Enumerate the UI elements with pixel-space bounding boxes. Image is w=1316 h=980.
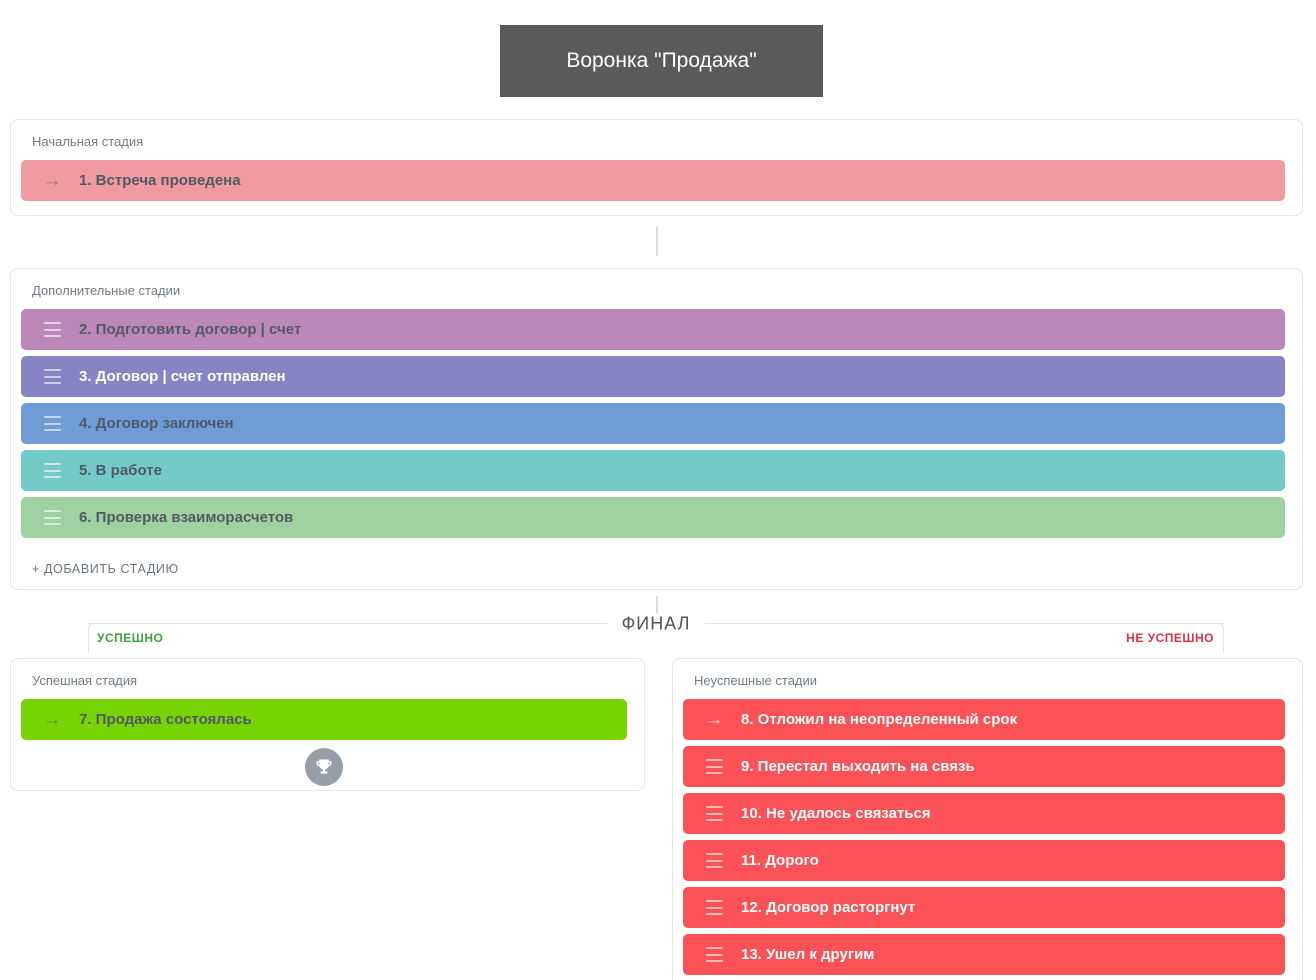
- additional-stage-list: 2. Подготовить договор | счет 3. Договор…: [21, 309, 1285, 538]
- initial-stage-label: Начальная стадия: [32, 134, 144, 149]
- stage-bar[interactable]: 4. Договор заключен: [21, 403, 1285, 444]
- stage-bar-label: 9. Перестал выходить на связь: [741, 758, 975, 775]
- stage-bar[interactable]: 10. Не удалось связаться: [683, 793, 1285, 834]
- fail-stages-label: Неуспешные стадии: [694, 673, 818, 688]
- stage-bar[interactable]: 9. Перестал выходить на связь: [683, 746, 1285, 787]
- stage-bar[interactable]: → 8. Отложил на неопределенный срок: [683, 699, 1285, 740]
- arrow-icon: →: [42, 170, 62, 191]
- drag-handle-icon[interactable]: [41, 413, 63, 433]
- success-stage-label: Успешная стадия: [32, 673, 138, 688]
- funnel-title-box: Воронка "Продажа": [500, 25, 823, 97]
- drag-handle-icon[interactable]: [41, 319, 63, 339]
- additional-stages-label: Дополнительные стадии: [32, 283, 181, 298]
- final-divider-label: ФИНАЛ: [607, 613, 705, 635]
- stage-bar[interactable]: 13. Ушел к другим: [683, 934, 1285, 975]
- stage-bar[interactable]: 2. Подготовить договор | счет: [21, 309, 1285, 350]
- fail-stage-list: → 8. Отложил на неопределенный срок 9. П…: [683, 699, 1285, 975]
- stage-bar-label: 7. Продажа состоялась: [79, 711, 252, 728]
- funnel-title: Воронка "Продажа": [566, 49, 757, 72]
- stage-bar-label: 3. Договор | счет отправлен: [79, 368, 286, 385]
- stage-bar-label: 4. Договор заключен: [79, 415, 234, 432]
- stage-bar-label: 2. Подготовить договор | счет: [79, 321, 302, 338]
- stage-bar-label: 11. Дорого: [741, 852, 819, 869]
- tab-fail[interactable]: НЕ УСПЕШНО: [1064, 623, 1224, 653]
- drag-handle-icon[interactable]: [703, 756, 725, 776]
- tab-success[interactable]: УСПЕШНО: [88, 623, 240, 653]
- drag-handle-icon[interactable]: [703, 944, 725, 964]
- stage-bar-label: 5. В работе: [79, 462, 162, 479]
- fail-stages-card: Неуспешные стадии → 8. Отложил на неопре…: [672, 658, 1303, 980]
- trophy-icon: [305, 748, 343, 786]
- initial-stage-card: Начальная стадия → 1. Встреча проведена: [10, 119, 1303, 216]
- drag-handle-icon[interactable]: [41, 460, 63, 480]
- arrow-icon: →: [704, 709, 724, 730]
- stage-bar[interactable]: → 7. Продажа состоялась: [21, 699, 627, 740]
- stage-bar-label: 10. Не удалось связаться: [741, 805, 931, 822]
- final-divider: ФИНАЛ УСПЕШНО НЕ УСПЕШНО: [88, 613, 1224, 653]
- add-stage-button[interactable]: + ДОБАВИТЬ СТАДИЮ: [32, 562, 179, 576]
- drag-handle-icon[interactable]: [703, 850, 725, 870]
- connector-line-bottom: [656, 596, 658, 617]
- drag-handle-icon[interactable]: [703, 803, 725, 823]
- drag-handle-icon[interactable]: [703, 897, 725, 917]
- drag-handle-icon[interactable]: [41, 366, 63, 386]
- arrow-icon: →: [42, 709, 62, 730]
- stage-bar[interactable]: 3. Договор | счет отправлен: [21, 356, 1285, 397]
- drag-handle-icon[interactable]: [41, 507, 63, 527]
- stage-bar-label: 8. Отложил на неопределенный срок: [741, 711, 1018, 728]
- additional-stages-card: Дополнительные стадии 2. Подготовить дог…: [10, 268, 1303, 590]
- stage-bar-label: 13. Ушел к другим: [741, 946, 875, 963]
- stage-bar[interactable]: 5. В работе: [21, 450, 1285, 491]
- initial-stage-list: → 1. Встреча проведена: [21, 160, 1285, 201]
- stage-bar-label: 12. Договор расторгнут: [741, 899, 916, 916]
- stage-bar[interactable]: 6. Проверка взаиморасчетов: [21, 497, 1285, 538]
- success-stage-card: Успешная стадия → 7. Продажа состоялась: [10, 658, 645, 791]
- trophy-wrap: [21, 748, 627, 786]
- stage-bar[interactable]: → 1. Встреча проведена: [21, 160, 1285, 201]
- stage-bar-label: 1. Встреча проведена: [79, 172, 241, 189]
- success-stage-list: → 7. Продажа состоялась: [21, 699, 627, 740]
- stage-bar-label: 6. Проверка взаиморасчетов: [79, 509, 294, 526]
- stage-bar[interactable]: 11. Дорого: [683, 840, 1285, 881]
- stage-bar[interactable]: 12. Договор расторгнут: [683, 887, 1285, 928]
- connector-line-top: [656, 226, 658, 256]
